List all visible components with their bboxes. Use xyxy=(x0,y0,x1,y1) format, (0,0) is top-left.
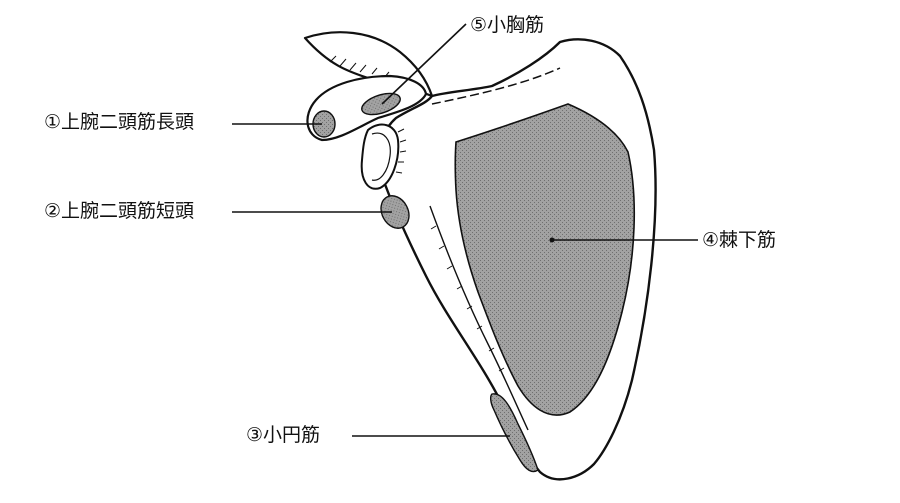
pectoralis-minor-area xyxy=(361,92,401,116)
leader-line-5 xyxy=(381,23,467,105)
leader-dot-4 xyxy=(549,237,555,243)
label-teres-minor: ③小円筋 xyxy=(246,424,321,446)
acromion-texture xyxy=(329,55,390,79)
biceps-short-head-area xyxy=(380,195,410,229)
glenoid-texture xyxy=(395,128,407,174)
lateral-border-line xyxy=(429,205,529,431)
label-biceps-short-head: ②上腕二頭筋短頭 xyxy=(44,200,195,222)
label-pectoralis-minor: ⑤小胸筋 xyxy=(470,14,545,36)
label-infraspinatus: ④棘下筋 xyxy=(702,229,777,251)
infraspinatus-area xyxy=(454,103,636,416)
glenoid-rim xyxy=(371,132,391,181)
teres-minor-area xyxy=(489,393,539,473)
scapular-spine-ridge xyxy=(431,67,561,105)
glenoid-cavity xyxy=(360,123,400,190)
label-biceps-long-head: ①上腕二頭筋長頭 xyxy=(44,111,195,133)
lateral-border-texture xyxy=(430,225,505,372)
